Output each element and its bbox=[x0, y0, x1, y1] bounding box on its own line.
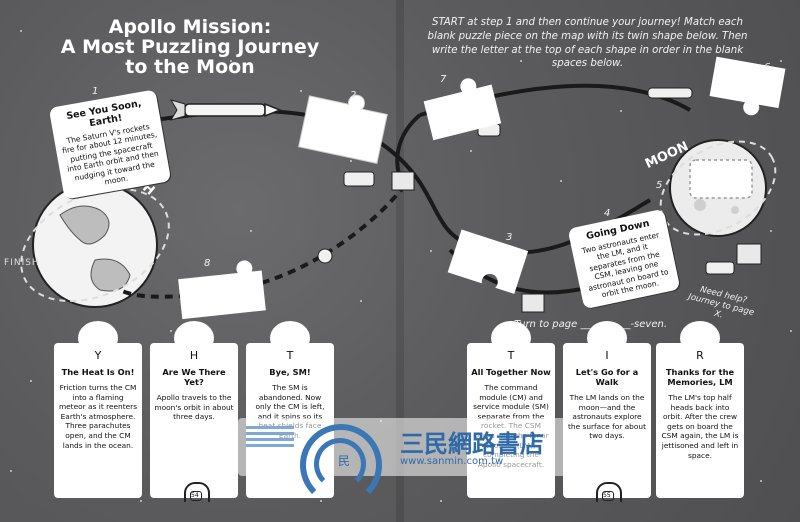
answer-piece-i[interactable]: I Let's Go for a Walk The LM lands on th… bbox=[563, 321, 651, 498]
watermark-bars bbox=[246, 426, 294, 429]
piece-letter: H bbox=[189, 349, 199, 362]
moon-globe bbox=[659, 139, 777, 237]
piece-knob bbox=[491, 321, 531, 355]
piece-title: Are We There Yet? bbox=[162, 367, 226, 387]
step-number-6: 6 bbox=[764, 62, 771, 73]
lm-module-center bbox=[391, 171, 415, 191]
page-title: Apollo Mission: A Most Puzzling Journey … bbox=[40, 16, 340, 78]
blank-piece-2 bbox=[298, 94, 388, 164]
step-number-5: 5 bbox=[656, 180, 663, 191]
watermark-url: www.sanmin.com.tw bbox=[400, 456, 504, 467]
blank-piece-3 bbox=[447, 229, 529, 294]
csm-module-bottom bbox=[705, 261, 735, 275]
piece-body: Apollo travels to the moon's orbit in ab… bbox=[154, 392, 234, 422]
piece-title: Let's Go for a Walk bbox=[575, 367, 639, 387]
piece-knob bbox=[174, 321, 214, 355]
piece-letter: Y bbox=[94, 349, 102, 362]
answer-piece-h[interactable]: H Are We There Yet? Apollo travels to th… bbox=[150, 321, 238, 498]
earth-globe bbox=[20, 182, 170, 308]
piece-knob bbox=[587, 321, 627, 355]
step-number-2: 2 bbox=[350, 90, 357, 101]
piece-letter: R bbox=[696, 349, 704, 362]
blank-piece-8 bbox=[178, 260, 266, 320]
lm-module-bottom bbox=[521, 293, 545, 313]
capsule-falling bbox=[317, 248, 333, 264]
piece-title: Bye, SM! bbox=[269, 367, 311, 377]
title-line-2: A Most Puzzling Journey bbox=[60, 35, 320, 58]
piece-title: The Heat Is On! bbox=[61, 367, 135, 377]
watermark-arc-icon bbox=[300, 424, 382, 506]
watermark-mark: 民 bbox=[338, 454, 351, 468]
instructions-text: START at step 1 and then continue your j… bbox=[427, 17, 748, 70]
step-card-1: See You Soon, Earth! The Saturn V's rock… bbox=[48, 89, 172, 200]
piece-letter: T bbox=[507, 349, 515, 362]
title-line-3: to the Moon bbox=[125, 55, 255, 78]
step-number-7: 7 bbox=[440, 74, 447, 85]
lm-module-right bbox=[736, 243, 762, 265]
piece-title: All Together Now bbox=[471, 367, 551, 377]
answer-blank-line[interactable]: Turn to page __________-seven. bbox=[514, 319, 667, 330]
watermark-arc-inner-icon bbox=[314, 438, 366, 490]
piece-knob bbox=[78, 321, 118, 355]
finish-label: FINISH bbox=[4, 258, 40, 268]
page-number-right: 55 bbox=[603, 492, 611, 499]
piece-body: Friction turns the CM into a flaming met… bbox=[58, 382, 138, 450]
page-number-left: 54 bbox=[191, 492, 199, 499]
answer-piece-y[interactable]: Y The Heat Is On! Friction turns the CM … bbox=[54, 321, 142, 498]
piece-letter: I bbox=[605, 349, 609, 362]
piece-letter: T bbox=[286, 349, 294, 362]
step-number-1: 1 bbox=[92, 86, 99, 97]
saturn-v-rocket bbox=[169, 99, 283, 121]
headset-icon-right bbox=[596, 482, 622, 502]
watermark-text: 三民網路書店 bbox=[400, 430, 544, 458]
piece-body: The LM's top half heads back into orbit.… bbox=[661, 392, 739, 460]
piece-title: Thanks for the Memories, LM bbox=[665, 367, 735, 387]
csm-module-left bbox=[343, 171, 375, 187]
book-spine bbox=[396, 0, 404, 522]
title-line-1: Apollo Mission: bbox=[108, 16, 272, 38]
blank-piece-7 bbox=[423, 78, 502, 141]
step-number-4: 4 bbox=[604, 208, 611, 219]
piece-knob bbox=[270, 321, 310, 355]
step-number-3: 3 bbox=[506, 232, 513, 243]
rocket-right bbox=[647, 87, 693, 99]
step-number-8: 8 bbox=[204, 258, 211, 269]
piece-body: The LM lands on the moon—and the astrona… bbox=[568, 392, 646, 441]
blank-piece-6 bbox=[709, 56, 786, 116]
piece-knob bbox=[680, 321, 720, 355]
headset-icon-left bbox=[184, 482, 210, 502]
answer-piece-r[interactable]: R Thanks for the Memories, LM The LM's t… bbox=[656, 321, 744, 498]
